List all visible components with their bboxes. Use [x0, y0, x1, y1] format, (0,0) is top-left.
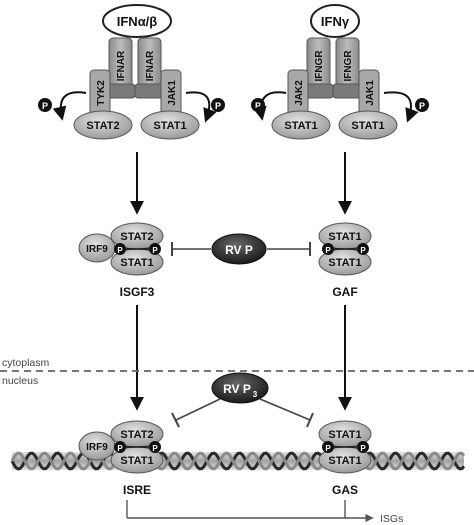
gaf-complex: STAT1 STAT1 P P GAF	[318, 222, 372, 299]
stat1-top-right-a-label: STAT1	[284, 120, 317, 132]
isre-upper-label: STAT2	[120, 429, 153, 441]
isre-complex: IRF9 STAT2 STAT1 P P ISRE	[78, 420, 164, 497]
ifnar-label-2: IFNAR	[145, 50, 156, 81]
tyk2-kinase: TYK2	[89, 69, 111, 117]
isgf3-lower-label: STAT1	[120, 257, 153, 269]
ifngr-label-2: IFNGR	[343, 50, 354, 82]
isre-lower-label: STAT1	[120, 455, 153, 467]
rvp-label: RV P	[225, 243, 253, 257]
phospho-right-outer: P	[251, 91, 287, 121]
nucleus-label: nucleus	[2, 375, 38, 387]
ifngr-label-1: IFNGR	[314, 50, 325, 82]
ifn-alpha-beta-ligand: IFNα/β	[102, 4, 172, 38]
irf9-isgf3-label: IRF9	[86, 244, 108, 255]
inhibition-line-gas	[259, 398, 311, 421]
phospho-right-inner: P	[383, 91, 429, 123]
transcription-output: ISGs	[126, 500, 403, 525]
phospho-left-inner: P	[185, 91, 225, 123]
jak2-kinase: JAK2	[287, 69, 309, 117]
rvp3-subscript: 3	[253, 390, 258, 399]
stat2-top-left: STAT2	[73, 110, 133, 140]
stat1-top-right-a: STAT1	[271, 110, 331, 140]
ligand-left-label: IFNα/β	[117, 14, 158, 29]
ifngr-receptor-2: IFNGR	[332, 37, 363, 99]
phospho-label: P	[419, 101, 425, 111]
phospho-label: P	[152, 444, 158, 453]
phospho-label: P	[152, 246, 158, 255]
isgf3-upper-label: STAT2	[120, 231, 153, 243]
ifnar-receptor-2: IFNAR	[134, 37, 165, 99]
isgs-label: ISGs	[380, 513, 403, 525]
inhibition-line-isre	[175, 398, 221, 421]
stat2-top-left-label: STAT2	[86, 120, 119, 132]
jak2-label: JAK2	[294, 80, 305, 106]
ligand-right-label: IFNγ	[321, 14, 350, 29]
stat1-top-right-b-label: STAT1	[351, 120, 384, 132]
stat1-top-left-label: STAT1	[153, 120, 186, 132]
irf9-isre-label: IRF9	[86, 442, 108, 453]
gas-name: GAS	[332, 483, 358, 497]
phospho-label: P	[360, 246, 366, 255]
ifnar-label-1: IFNAR	[116, 50, 127, 81]
stat1-top-right-b: STAT1	[338, 110, 398, 140]
jak1-kinase-left: JAK1	[160, 69, 182, 117]
isre-name: ISRE	[123, 483, 151, 497]
ifnar-receptor-1: IFNAR	[105, 37, 136, 99]
jak1-left-label: JAK1	[167, 80, 178, 106]
ifn-gamma-ligand: IFNγ	[310, 4, 360, 38]
ifngr-receptor-1: IFNGR	[303, 37, 334, 99]
phospho-label: P	[325, 444, 331, 453]
rvp3-label: RV P	[223, 382, 251, 396]
gaf-name: GAF	[332, 285, 357, 299]
gaf-upper-label: STAT1	[328, 231, 361, 243]
jak1-right-label: JAK1	[365, 80, 376, 106]
phospho-label: P	[117, 246, 123, 255]
phospho-label: P	[360, 444, 366, 453]
gas-lower-label: STAT1	[328, 455, 361, 467]
dna-helix	[10, 451, 466, 471]
rvp3-inhibitor: RV P 3	[171, 372, 314, 428]
stat1-top-left: STAT1	[140, 110, 200, 140]
phospho-label: P	[42, 101, 48, 111]
isgf3-name: ISGF3	[120, 285, 155, 299]
cytoplasm-label: cytoplasm	[2, 357, 50, 369]
gas-complex: STAT1 STAT1 P P GAS	[318, 420, 372, 497]
isgf3-complex: IRF9 STAT2 STAT1 P P ISGF3	[78, 222, 164, 299]
gaf-lower-label: STAT1	[328, 257, 361, 269]
phospho-label: P	[325, 246, 331, 255]
phospho-left-outer: P	[38, 91, 87, 121]
tyk2-label: TYK2	[96, 80, 107, 106]
phospho-label: P	[117, 444, 123, 453]
phospho-label: P	[215, 101, 221, 111]
rvp-inhibitor: RV P	[171, 233, 311, 265]
gas-upper-label: STAT1	[328, 429, 361, 441]
jak1-kinase-right: JAK1	[358, 69, 380, 117]
